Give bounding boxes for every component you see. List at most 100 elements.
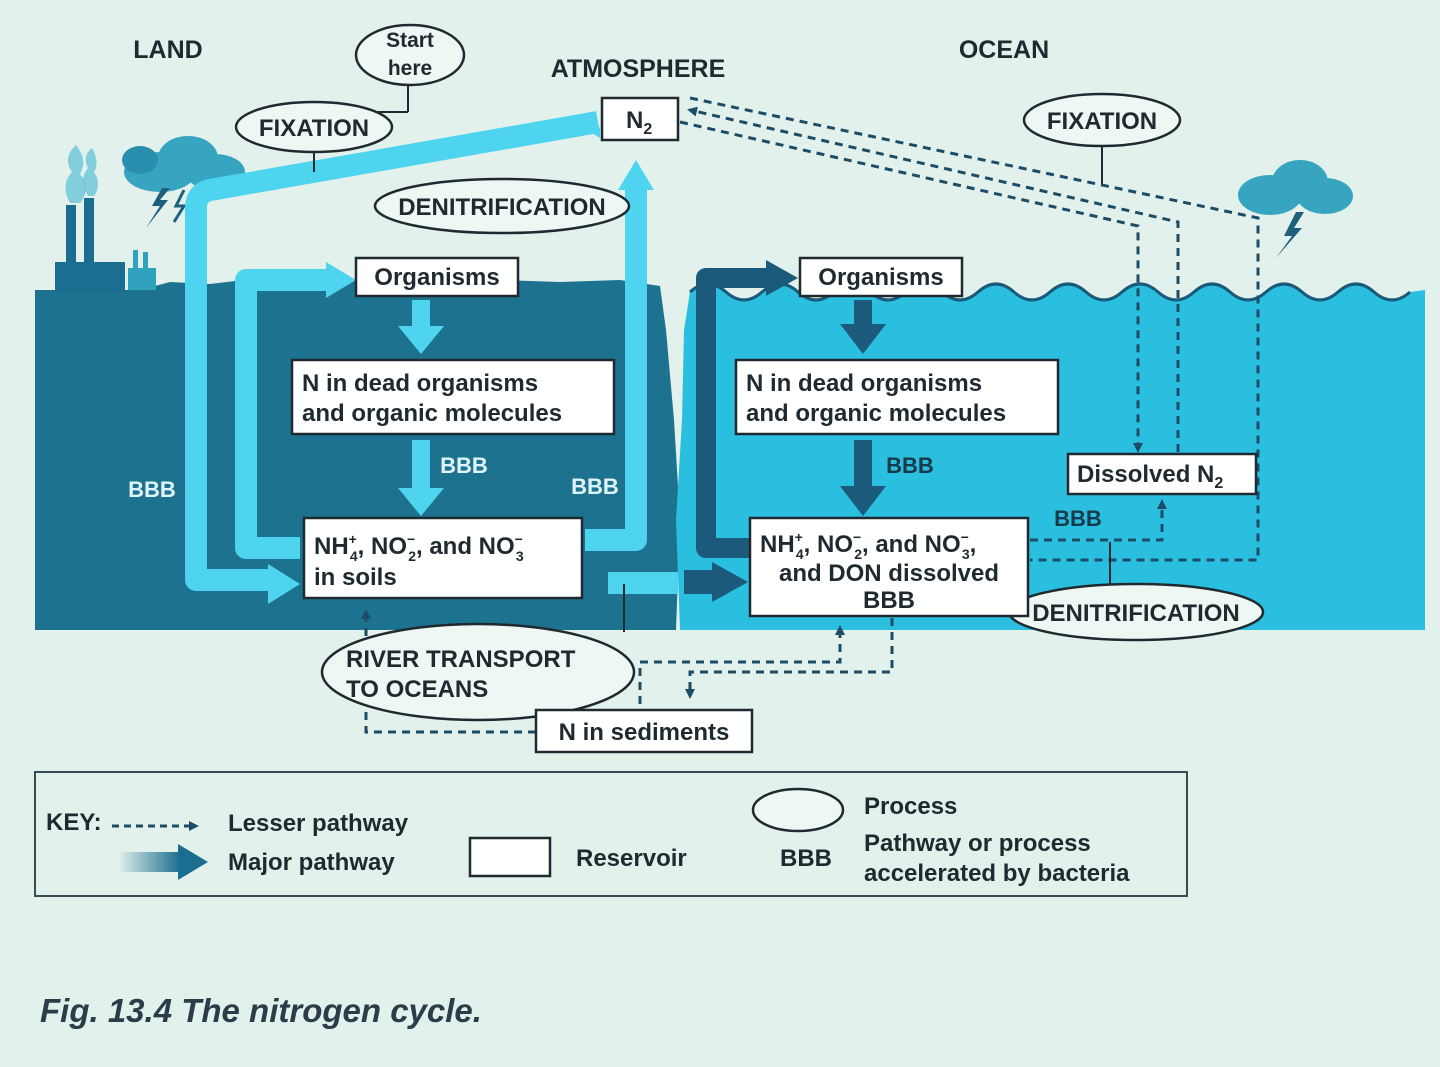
process-denitrification-ocean-label: DENITRIFICATION <box>1032 600 1240 627</box>
reservoir-ocean-dissolved: NH+4, NO−2, and NO−3, and DON dissolved … <box>748 516 1030 618</box>
ocean-no3-sub: 3 <box>962 546 970 562</box>
reservoir-n2-atmosphere: N2 <box>600 96 680 142</box>
dissolved-n2-base: Dissolved N <box>1077 461 1214 488</box>
major-pathway-organisms-to-dead-ocean <box>840 300 886 354</box>
svg-text:N2: N2 <box>626 107 652 138</box>
reservoir-soils: NH+4, NO−2, and NO−3 in soils <box>302 516 584 600</box>
ocean-dissolved-line3: BBB <box>863 587 915 614</box>
key-title: KEY: <box>46 809 102 836</box>
major-pathway-river-runoff <box>608 572 678 594</box>
key-process-label: Process <box>864 793 957 820</box>
ocean-dissolved-line1: NH+4, NO−2, and NO−3, <box>760 529 976 562</box>
bbb-label-decomposition-ocean: BBB <box>886 453 934 478</box>
process-fixation-land: FIXATION <box>234 100 394 154</box>
dead-ocean-line1: N in dead organisms <box>746 370 982 397</box>
major-pathway-soil-to-organisms <box>235 262 356 559</box>
n2-sub: 2 <box>643 121 652 138</box>
key-major-label: Major pathway <box>228 849 395 876</box>
lesser-pathway-sediment-to-ocean <box>638 625 845 718</box>
soils-nh: NH <box>314 533 349 560</box>
start-line1: Start <box>386 29 434 52</box>
bbb-label-denitrification-ocean: BBB <box>1054 506 1102 531</box>
ocean-nh-sub: 4 <box>796 546 804 562</box>
key-bbb-desc-line1: Pathway or process <box>864 830 1091 857</box>
major-pathway-ocean-recycle <box>696 260 798 558</box>
key-lesser-label: Lesser pathway <box>228 810 409 837</box>
process-fixation-ocean: FIXATION <box>1022 92 1182 148</box>
dissolved-n2-sub: 2 <box>1214 475 1223 492</box>
ocean-no3: , and NO <box>862 531 961 558</box>
dead-land-line1: N in dead organisms <box>302 370 538 397</box>
lesser-pathways <box>361 96 1260 734</box>
key-reservoir-symbol <box>468 836 552 878</box>
bbb-label-fixation-land: BBB <box>128 477 176 502</box>
process-river-transport: RIVER TRANSPORT TO OCEANS <box>320 622 636 722</box>
lesser-pathway-sediment-to-soil <box>361 609 536 734</box>
organisms-ocean-label: Organisms <box>818 264 943 291</box>
start-line2: here <box>388 57 432 80</box>
soils-line1: NH+4, NO−2, and NO−3 <box>314 531 524 564</box>
soils-nh-sub: 4 <box>350 548 358 564</box>
soils-no2-sup: − <box>407 531 415 547</box>
lesser-pathway-ocean-fixation <box>689 96 1260 562</box>
reservoir-organisms-land: Organisms <box>354 256 520 298</box>
key-process-symbol <box>751 787 845 833</box>
atmosphere-label: ATMOSPHERE <box>551 55 726 83</box>
n2-base: N <box>626 107 643 134</box>
factory-icon <box>55 145 156 292</box>
ocean-dissolved-line2: and DON dissolved <box>779 560 999 587</box>
soils-no3-sup: − <box>515 531 523 547</box>
major-pathway-fixation-land <box>185 111 600 604</box>
soils-no2-sub: 2 <box>408 548 416 564</box>
storm-cloud-icon <box>122 136 245 228</box>
process-denitrification-land: DENITRIFICATION <box>373 177 631 235</box>
lesser-pathway-dissolved-to-n2 <box>687 106 1180 452</box>
process-river-line1: RIVER TRANSPORT <box>346 646 576 673</box>
reservoir-dissolved-n2: Dissolved N2 <box>1066 452 1258 496</box>
process-river-line2: TO OCEANS <box>346 676 488 703</box>
process-fixation-ocean-label: FIXATION <box>1047 108 1157 135</box>
key-bbb-symbol: BBB <box>780 845 832 872</box>
process-fixation-land-label: FIXATION <box>259 115 369 142</box>
land-label: LAND <box>133 36 202 64</box>
lesser-pathway-dissolved-to-n2gas <box>1030 499 1167 542</box>
key-major-arrow <box>118 844 208 880</box>
ocean-no2: , NO <box>804 531 853 558</box>
figure-caption: Fig. 13.4 The nitrogen cycle. <box>40 992 482 1029</box>
reservoir-dead-organisms-land: N in dead organisms and organic molecule… <box>290 358 616 436</box>
ocean-tail: , <box>970 531 977 558</box>
ocean-surface-wave <box>689 282 1411 302</box>
soils-no3: , and NO <box>416 533 515 560</box>
soils-no2: , NO <box>358 533 407 560</box>
reservoir-organisms-ocean: Organisms <box>798 256 964 298</box>
dead-land-line2: and organic molecules <box>302 400 562 427</box>
ocean-no2-sup: − <box>853 529 861 545</box>
start-here-callout: Start here <box>354 23 466 87</box>
reservoir-dead-organisms-ocean: N in dead organisms and organic molecule… <box>734 358 1060 436</box>
major-pathway-land-to-ocean <box>684 562 748 602</box>
key-reservoir-label: Reservoir <box>576 845 687 872</box>
reservoir-sediments: N in sediments <box>534 708 754 754</box>
svg-text:Dissolved N2: Dissolved N2 <box>1077 461 1223 492</box>
dead-ocean-line2: and organic molecules <box>746 400 1006 427</box>
major-pathway-dead-to-soil-land <box>398 440 444 516</box>
ocean-storm-cloud-icon <box>1238 160 1353 258</box>
sediments-label: N in sediments <box>559 719 730 746</box>
ocean-label: OCEAN <box>959 36 1049 64</box>
organisms-land-label: Organisms <box>374 264 499 291</box>
major-pathway-dead-to-dissolved-ocean <box>840 440 886 516</box>
soils-line2: in soils <box>314 564 397 591</box>
ocean-nh: NH <box>760 531 795 558</box>
key-legend: KEY: Lesser pathway Major pathway Reserv… <box>34 771 1188 897</box>
ocean-nh-sup: + <box>795 529 803 545</box>
major-pathway-organisms-to-dead-land <box>398 300 444 354</box>
process-denitrification-land-label: DENITRIFICATION <box>398 194 606 221</box>
ocean-no3-sup: − <box>961 529 969 545</box>
lesser-pathway-n2-to-dissolved <box>679 120 1143 453</box>
key-bbb-desc-line2: accelerated by bacteria <box>864 860 1130 887</box>
bbb-label-denitrification-land: BBB <box>571 474 619 499</box>
ocean-no2-sub: 2 <box>854 546 862 562</box>
process-denitrification-ocean: DENITRIFICATION <box>1007 582 1265 642</box>
